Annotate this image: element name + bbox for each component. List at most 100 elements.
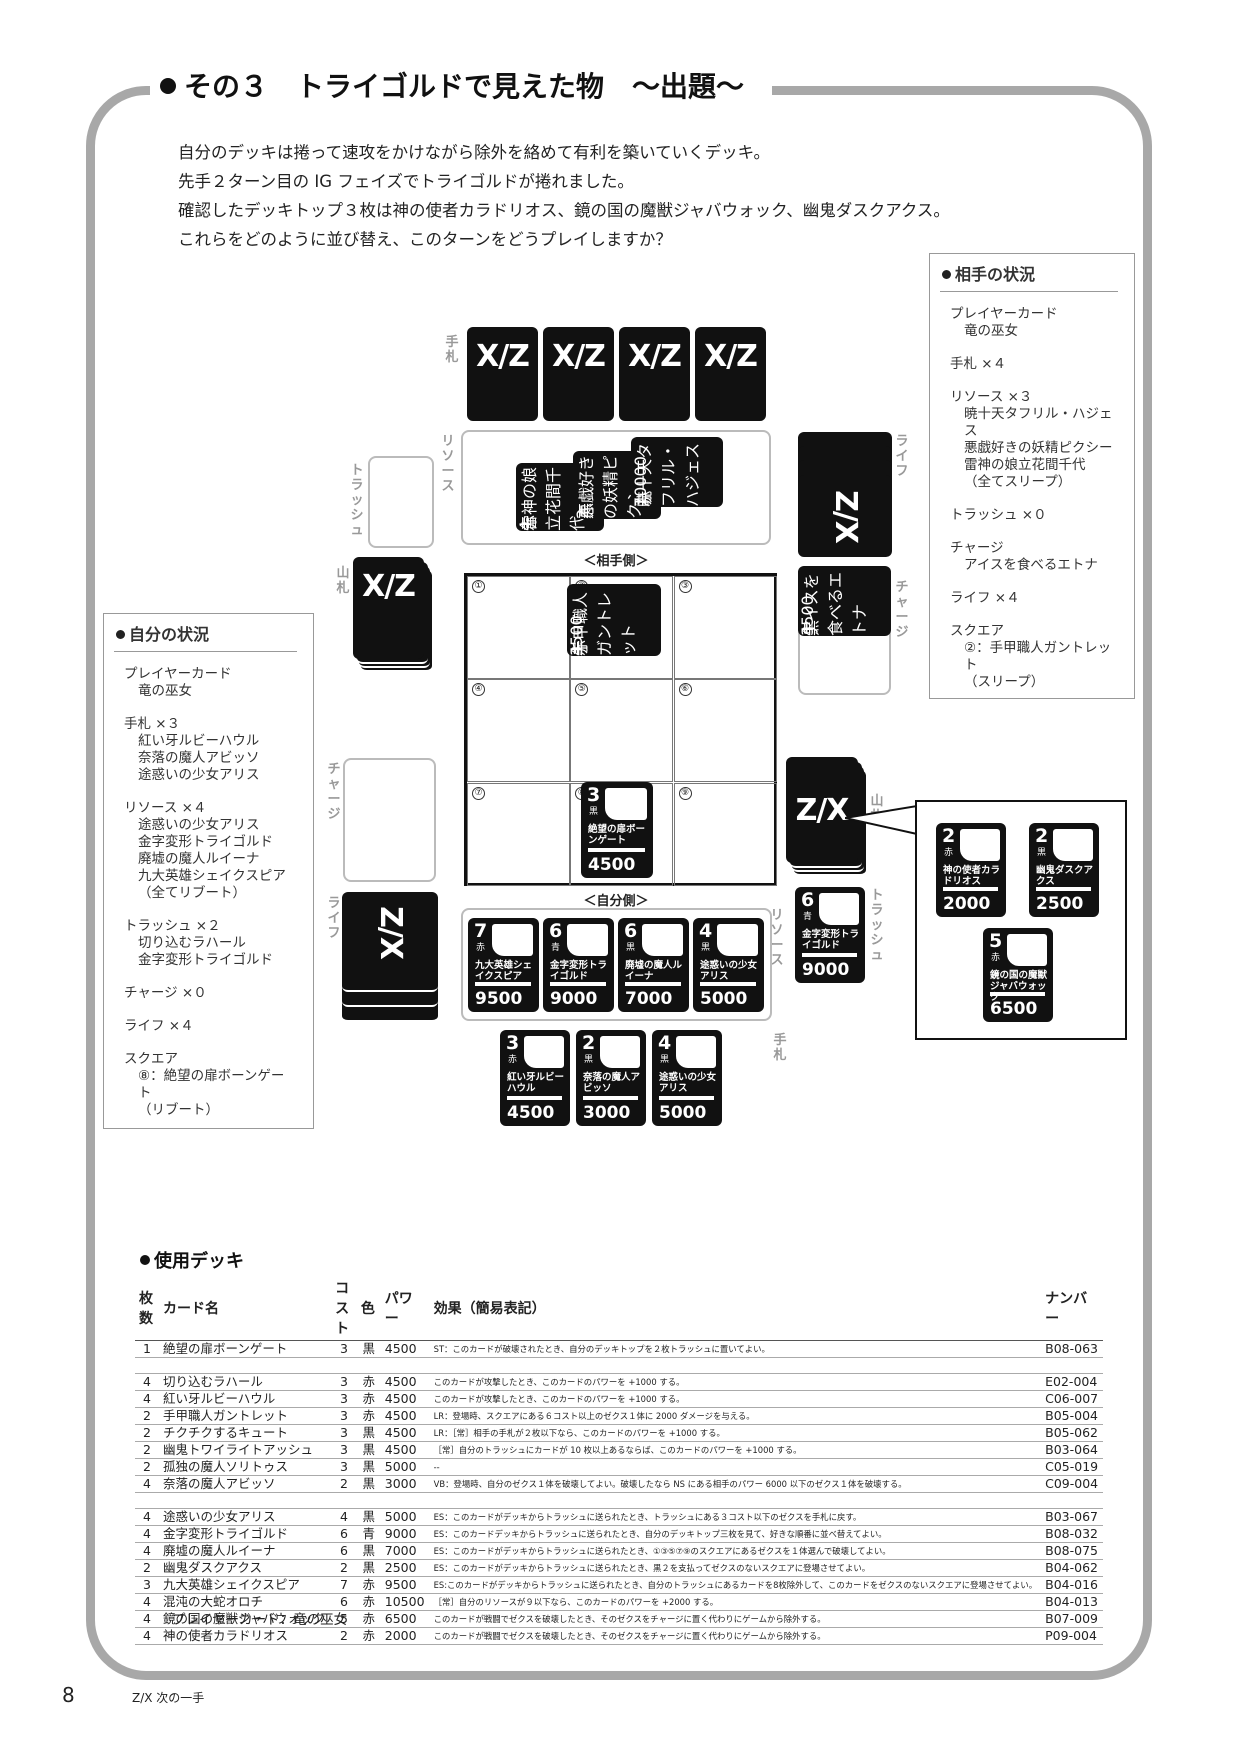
cost-cell: 6 [331,1593,357,1611]
effect-cell: LR：［常］相手の手札が２枚以下なら、このカードのパワーを +1000 する。 [429,1424,1042,1442]
card-art [960,829,1000,861]
card-divider [802,953,857,957]
card-name: 途惑いの少女アリス [659,1072,717,1094]
card-name: 金字変形トライゴルド [802,929,860,951]
name-cell: 絶望の扉ボーンゲート [158,1340,332,1358]
spacer-cell [135,1357,1103,1374]
power-cell: 5000 [380,1508,430,1526]
color-cell: 赤 [356,1610,381,1628]
card-art [600,1036,640,1068]
cost-cell: 3 [331,1441,357,1459]
square-cell[interactable]: ⑦ [467,782,570,886]
number-cell: C09-004 [1041,1475,1103,1493]
power-cell: 9500 [380,1576,430,1594]
name-cell: 手甲職人ガントレット [158,1407,332,1425]
card-cost: 4 [699,920,713,942]
number-cell: B03-067 [1041,1508,1103,1526]
my-charge-zone [343,758,436,882]
label: 手札 ×３ [124,716,181,732]
cost-cell: 3 [331,1407,357,1425]
value: ⑧：絶望の扉ボーンゲート [138,1068,285,1101]
color-cell: 黒 [356,1475,381,1493]
card-name: 奈落の魔人アビッソ [583,1072,641,1094]
label: プレイヤーカード [950,306,1058,322]
card-art [1053,829,1093,861]
opp-trash-zone [368,456,434,548]
square-number: ③ [678,580,692,593]
power-cell: 4500 [380,1407,430,1425]
card-name: 紅い牙ルビーハウル [507,1072,565,1094]
col-cost: コスト [331,1276,357,1341]
count-cell: 4 [135,1373,159,1391]
number-cell: C06-007 [1041,1390,1103,1408]
power-cell: 6500 [380,1610,430,1628]
square-cell[interactable]: ① [467,576,570,679]
effect-cell: ES：このカードがデッキからトラッシュに送られたとき、黒２を支払ってゼクスのない… [429,1559,1042,1577]
count-cell: 2 [135,1424,159,1442]
cost-cell: 3 [331,1424,357,1442]
card-power: 7000 [625,989,673,1009]
card-power: 2000 [943,894,991,914]
value: 切り込むラハール [138,935,246,951]
square-number: ④ [472,683,485,697]
name-cell: 紅い牙ルビーハウル [158,1390,332,1408]
color-cell: 黒 [356,1424,381,1442]
square-cell[interactable]: ⑥ [673,679,777,783]
label: スクエア [950,623,1004,639]
label: トラッシュ ×２ [124,918,221,934]
label: ライフ ×４ [950,590,1020,606]
card-color: 青 [803,912,813,922]
effect-cell: ES：このカードがデッキからトラッシュに送られたとき、トラッシュにある３コスト以… [429,1508,1042,1526]
power-cell: 9000 [380,1525,430,1543]
square-cell[interactable]: ③ [673,576,777,679]
section-title: その３ トライゴルドで見えた物 ～出題～ [150,62,773,112]
table-header-row: 枚数 カード名 コスト 色 パワー 効果（簡易表記） ナンバー [135,1276,1103,1341]
effect-cell: -- [429,1458,1042,1476]
color-cell: 赤 [356,1407,381,1425]
card-divider [625,982,681,986]
effect-cell: このカードが攻撃したとき、このカードのパワーを +1000 する。 [429,1373,1042,1391]
card-divider [1036,887,1091,891]
number-cell: B05-062 [1041,1424,1103,1442]
bullet-icon [160,78,176,94]
card-power: 2500 [1036,894,1084,914]
card-power: 4500 [507,1103,555,1123]
card-power: 9000 [802,960,850,980]
color-cell: 赤 [356,1627,381,1645]
name-cell: 金字変形トライゴルド [158,1525,332,1543]
cost-cell: 3 [331,1390,357,1408]
square-cell[interactable]: ⑨ [673,782,777,886]
count-cell: 2 [135,1441,159,1459]
opp-hand-card: X/Z [695,327,766,421]
card-name: 金字変形トライゴルド [550,960,608,982]
card-name: 幽鬼ダスクアクス [1036,865,1094,887]
square-number: ⑦ [472,786,485,800]
number-cell: C05-019 [1041,1458,1103,1476]
count-cell: 3 [135,1576,159,1594]
square-number: ⑨ [678,786,692,800]
book-title: Z/X 次の一手 [132,1691,205,1705]
square-cell[interactable]: ④ [467,679,570,783]
value: 暁十天タフリル・ハジェス [964,406,1113,439]
color-cell: 赤 [356,1593,381,1611]
square-cell[interactable]: ⑤ [570,679,674,783]
cost-cell: 3 [331,1458,357,1476]
number-cell: B03-064 [1041,1441,1103,1459]
callout-pointer [845,804,918,836]
square-number: ⑥ [678,683,692,697]
name-cell: 神の使者カラドリオス [158,1627,332,1645]
opponent-status-title: 相手の状況 [940,254,1118,292]
label: トラッシュ ×０ [950,507,1047,523]
name-cell: 幽鬼トワイライトアッシュ [158,1441,332,1459]
card-cost: 2 [942,825,956,847]
color-cell: 黒 [356,1458,381,1476]
